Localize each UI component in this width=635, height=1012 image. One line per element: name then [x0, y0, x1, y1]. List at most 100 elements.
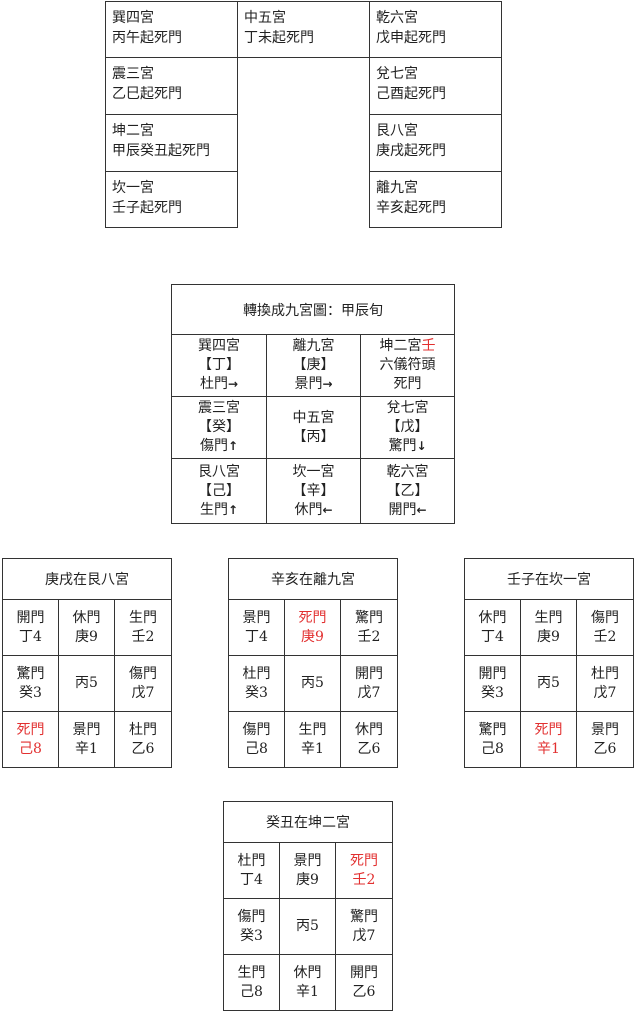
stem-label: 【庚】 — [292, 357, 335, 373]
door-line: 開門← — [388, 501, 426, 520]
top-cell-zhen3: 震三宮 乙巳起死門 — [105, 57, 238, 115]
door-label: 景門 — [72, 721, 101, 738]
nine-cell-li9: 離九宮 【庚】 景門→ — [266, 334, 361, 397]
palace-label: 震三宮 — [112, 66, 154, 82]
palace-text: 戊申起死門 — [376, 30, 446, 46]
small-grid-cell: 丙5 — [284, 655, 341, 712]
stem-number-label: 乙6 — [352, 983, 376, 1000]
palace-label: 坎一宮 — [112, 180, 154, 196]
palace-line: 坤二宮壬 — [380, 337, 436, 356]
stem-number-label: 己8 — [481, 740, 504, 757]
small-grid-cell: 杜門戊7 — [576, 655, 634, 712]
arrow-up-icon: ↑ — [227, 439, 239, 453]
stem-number-label: 戊7 — [357, 684, 381, 701]
small-grid-cell: 生門庚9 — [520, 599, 577, 656]
nine-cell-zhen3: 震三宮 【癸】 傷門↑ — [171, 396, 267, 459]
door-label: 開門 — [16, 609, 45, 626]
top-cell-gen8: 艮八宮 庚戌起死門 — [369, 114, 502, 172]
stem-number-label: 庚9 — [75, 628, 98, 645]
small-grid-cell: 傷門戊7 — [114, 655, 172, 712]
palace-label: 中五宮 — [244, 10, 286, 26]
small-grid-cell: 休門丁4 — [464, 599, 521, 656]
nine-palace-title-text: 轉換成九宮圖：甲辰旬 — [243, 302, 383, 319]
door-label: 開門 — [388, 501, 417, 518]
door-label: 傷門 — [199, 438, 228, 454]
small-grid-cell: 生門壬2 — [114, 599, 172, 656]
small-grid-cell: 傷門癸3 — [223, 898, 280, 955]
door-label: 休門 — [293, 964, 322, 981]
palace-label: 兌七宮 — [386, 400, 429, 416]
stem-label: 【丁】 — [198, 357, 240, 373]
top-cell-li9: 離九宮 辛亥起死門 — [369, 171, 502, 228]
palace-text: 丁未起死門 — [244, 30, 314, 46]
door-label: 生門 — [237, 964, 266, 981]
stem-number-label: 辛1 — [301, 740, 324, 757]
stem-label: 【乙】 — [386, 482, 429, 499]
door-line: 驚門↓ — [388, 437, 426, 456]
small-grid-cell: 景門庚9 — [279, 842, 336, 899]
small-grid-cell: 開門丁4 — [2, 599, 59, 656]
small-grid-cell: 死門壬2 — [335, 842, 393, 899]
small-grid-cell: 丙5 — [520, 655, 577, 712]
nine-cell-xun4: 巽四宮 【丁】 杜門→ — [171, 334, 267, 397]
stem-number-label: 丙5 — [75, 675, 98, 691]
nine-cell-kan1: 坎一宮 【辛】 休門← — [266, 458, 361, 524]
stem-number-label: 戊7 — [352, 927, 376, 944]
stem-label: 【辛】 — [292, 482, 335, 499]
nine-cell-qian6: 乾六宮 【乙】 開門← — [360, 458, 455, 524]
small-grid-title: 庚戌在艮八宮 — [2, 558, 172, 600]
stem-number-label: 癸3 — [481, 684, 504, 701]
small-grid-cell: 傷門壬2 — [576, 599, 634, 656]
stem-number-label: 乙6 — [593, 740, 617, 757]
door-label: 開門 — [478, 665, 507, 682]
door-label: 景門 — [242, 609, 271, 626]
door-label: 驚門 — [388, 438, 417, 454]
small-grid-cell: 杜門丁4 — [223, 842, 280, 899]
door-label: 死門 — [16, 721, 45, 738]
stem-number-label: 丙5 — [296, 918, 319, 934]
arrow-up-icon: ↑ — [227, 502, 239, 517]
stem-number-label: 己8 — [19, 740, 42, 757]
palace-text: 辛亥起死門 — [376, 200, 446, 216]
palace-label: 兌七宮 — [376, 66, 418, 82]
door-label: 杜門 — [591, 665, 619, 682]
arrow-left-icon: ← — [416, 502, 427, 517]
palace-text: 己酉起死門 — [376, 86, 446, 102]
door-label: 生門 — [199, 501, 228, 518]
nine-cell-zhong5: 中五宮 【丙】 — [266, 396, 361, 459]
small-grid-title-text: 辛亥在離九宮 — [271, 572, 355, 588]
top-cell-xun4: 巽四宮 丙午起死門 — [105, 1, 238, 58]
stem-number-label: 庚9 — [301, 628, 324, 645]
small-grid-cell: 杜門乙6 — [114, 711, 172, 768]
stem-number-label: 癸3 — [245, 684, 268, 701]
door-label: 傷門 — [242, 721, 271, 738]
small-grid-cell: 傷門己8 — [228, 711, 285, 768]
stem-number-label: 癸3 — [19, 684, 42, 701]
arrow-down-icon: ↓ — [416, 439, 427, 453]
arrow-right-icon: → — [322, 377, 333, 391]
door-label: 死門 — [534, 721, 563, 738]
small-grid-cell: 開門乙6 — [335, 954, 393, 1011]
palace-suffix-red: 壬 — [421, 338, 436, 354]
arrow-left-icon: ← — [322, 502, 333, 517]
small-grid-title: 壬子在坎一宮 — [464, 558, 634, 600]
door-label: 景門 — [294, 376, 323, 392]
door-label: 死門 — [298, 609, 327, 626]
stem-number-label: 戊7 — [131, 684, 155, 701]
stem-number-label: 辛1 — [296, 983, 319, 1000]
palace-label: 巽四宮 — [198, 338, 240, 354]
small-grid-cell: 驚門己8 — [464, 711, 521, 768]
stem-number-label: 丙5 — [301, 675, 324, 691]
small-grid-cell: 開門戊7 — [340, 655, 398, 712]
palace-label: 艮八宮 — [376, 123, 418, 139]
palace-label: 中五宮 — [292, 409, 335, 426]
palace-text: 甲辰癸丑起死門 — [112, 143, 210, 159]
palace-label: 坤二宮 — [112, 123, 154, 139]
small-grid-title: 癸丑在坤二宮 — [223, 801, 393, 843]
small-grid-cell: 開門癸3 — [464, 655, 521, 712]
palace-text: 乙巳起死門 — [112, 86, 182, 102]
door-label: 休門 — [355, 721, 383, 738]
stem-number-label: 丁4 — [19, 628, 42, 645]
door-label: 休門 — [294, 501, 323, 518]
arrow-right-icon: → — [227, 377, 239, 391]
